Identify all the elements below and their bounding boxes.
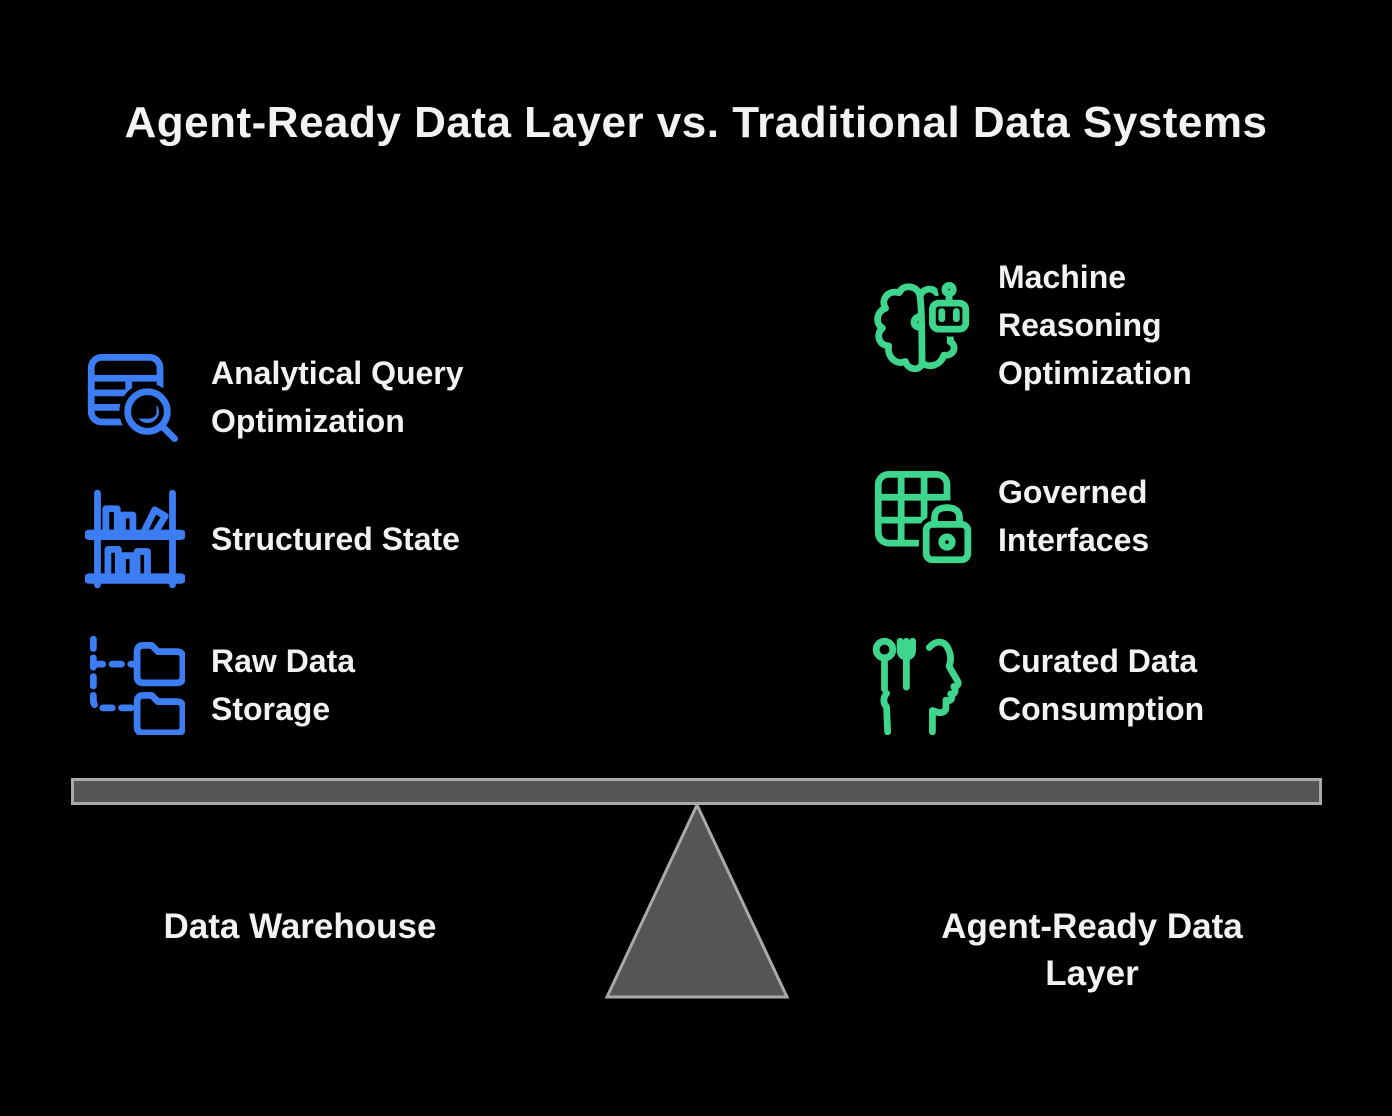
balance-beam [71,778,1322,805]
page-title: Agent-Ready Data Layer vs. Traditional D… [124,98,1268,147]
left-side-label: Data Warehouse [163,907,437,946]
feature-structured-state: Structured State [85,487,460,591]
brain-robot-icon [872,275,972,375]
feature-label: Structured State [211,521,460,557]
feature-label: Curated Data Consumption [998,643,1205,727]
feature-label: Raw Data Storage [211,643,356,727]
feature-raw-data-storage: Raw Data Storage [85,633,355,737]
feature-governed-interfaces: Governed Interfaces [872,464,1149,568]
grid-lock-icon [872,466,972,566]
bookshelf-icon [85,489,185,589]
table-search-icon [85,347,185,447]
feature-label: Governed Interfaces [998,474,1150,558]
feature-curated-data-consumption: Curated Data Consumption [872,633,1204,737]
feature-analytical-query-optimization: Analytical Query Optimization [85,345,464,449]
feature-label: Machine Reasoning Optimization [998,259,1192,391]
fulcrum-triangle [604,802,790,999]
feature-machine-reasoning-optimization: Machine Reasoning Optimization [872,250,1192,400]
head-utensils-icon [872,635,972,735]
right-side-label: Agent-Ready Data Layer [941,907,1243,993]
feature-label: Analytical Query Optimization [211,355,464,439]
folder-tree-icon [85,635,185,735]
